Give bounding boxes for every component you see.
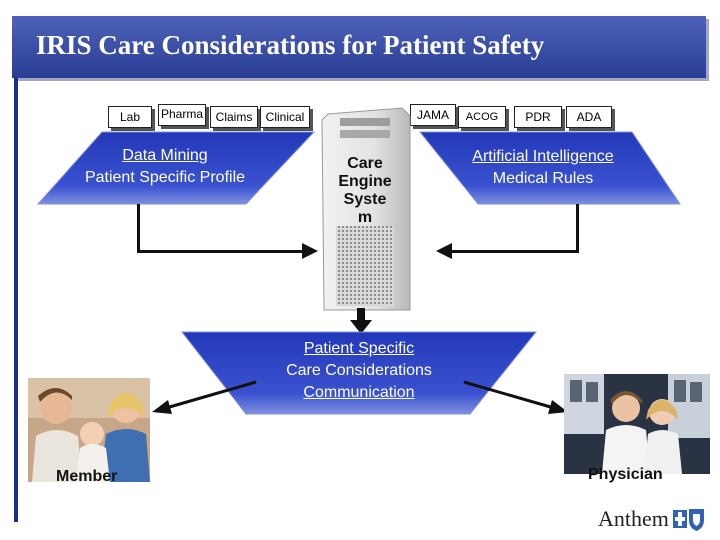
- physician-label: Physician: [588, 466, 663, 483]
- communication-label: Patient Specific Care Considerations Com…: [244, 338, 474, 404]
- arrow-to-physician: [463, 380, 568, 414]
- server-icon: [321, 107, 411, 311]
- arrow-down: [350, 308, 372, 334]
- engine-label-line1: Care: [347, 155, 383, 172]
- member-label: Member: [56, 468, 118, 485]
- left-rule: [14, 78, 18, 522]
- connector-right-across: [450, 250, 579, 253]
- source-box-pharma: Pharma: [158, 104, 206, 126]
- ai-subtitle: Medical Rules: [492, 170, 594, 187]
- title-bar: [12, 16, 706, 78]
- connector-left-down: [137, 204, 140, 252]
- page-title: IRIS Care Considerations for Patient Saf…: [36, 30, 545, 60]
- arrowhead-left: [436, 243, 452, 259]
- data-mining-block: [36, 131, 316, 205]
- data-mining-label: Data Mining Patient Specific Profile: [60, 145, 270, 189]
- communication-line3: Communication: [303, 384, 415, 401]
- source-box-claims: Claims: [210, 106, 258, 128]
- artificial-intelligence-block: [418, 131, 681, 205]
- data-mining-subtitle: Patient Specific Profile: [84, 169, 246, 186]
- anthem-logo: Anthem: [598, 506, 707, 532]
- source-box-lab: Lab: [108, 106, 152, 128]
- physician-photo: [564, 374, 710, 474]
- member-family-photo: [28, 378, 150, 482]
- source-box-ada: ADA: [566, 106, 612, 128]
- engine-label-line2: Engine: [338, 173, 392, 190]
- connector-left-across: [137, 250, 307, 253]
- ai-label: Artificial Intelligence Medical Rules: [438, 146, 648, 190]
- connector-right-down: [576, 204, 579, 252]
- arrowhead-right: [302, 243, 318, 259]
- anthem-logo-text: Anthem: [598, 506, 669, 531]
- communication-line2: Care Considerations: [286, 362, 432, 379]
- source-box-acog: ACOG: [458, 106, 506, 128]
- communication-line1: Patient Specific: [303, 340, 415, 357]
- source-box-jama: JAMA: [410, 104, 456, 126]
- source-box-clinical: Clinical: [260, 106, 310, 128]
- arrow-to-member: [152, 380, 257, 414]
- data-mining-title: Data Mining: [122, 147, 208, 164]
- communication-block: [180, 331, 538, 415]
- engine-label-line4: m: [357, 209, 373, 226]
- blue-cross-shield-icon: [672, 509, 704, 531]
- engine-label-line3: Syste: [343, 191, 387, 208]
- ai-title: Artificial Intelligence: [472, 148, 614, 165]
- source-box-pdr: PDR: [514, 106, 562, 128]
